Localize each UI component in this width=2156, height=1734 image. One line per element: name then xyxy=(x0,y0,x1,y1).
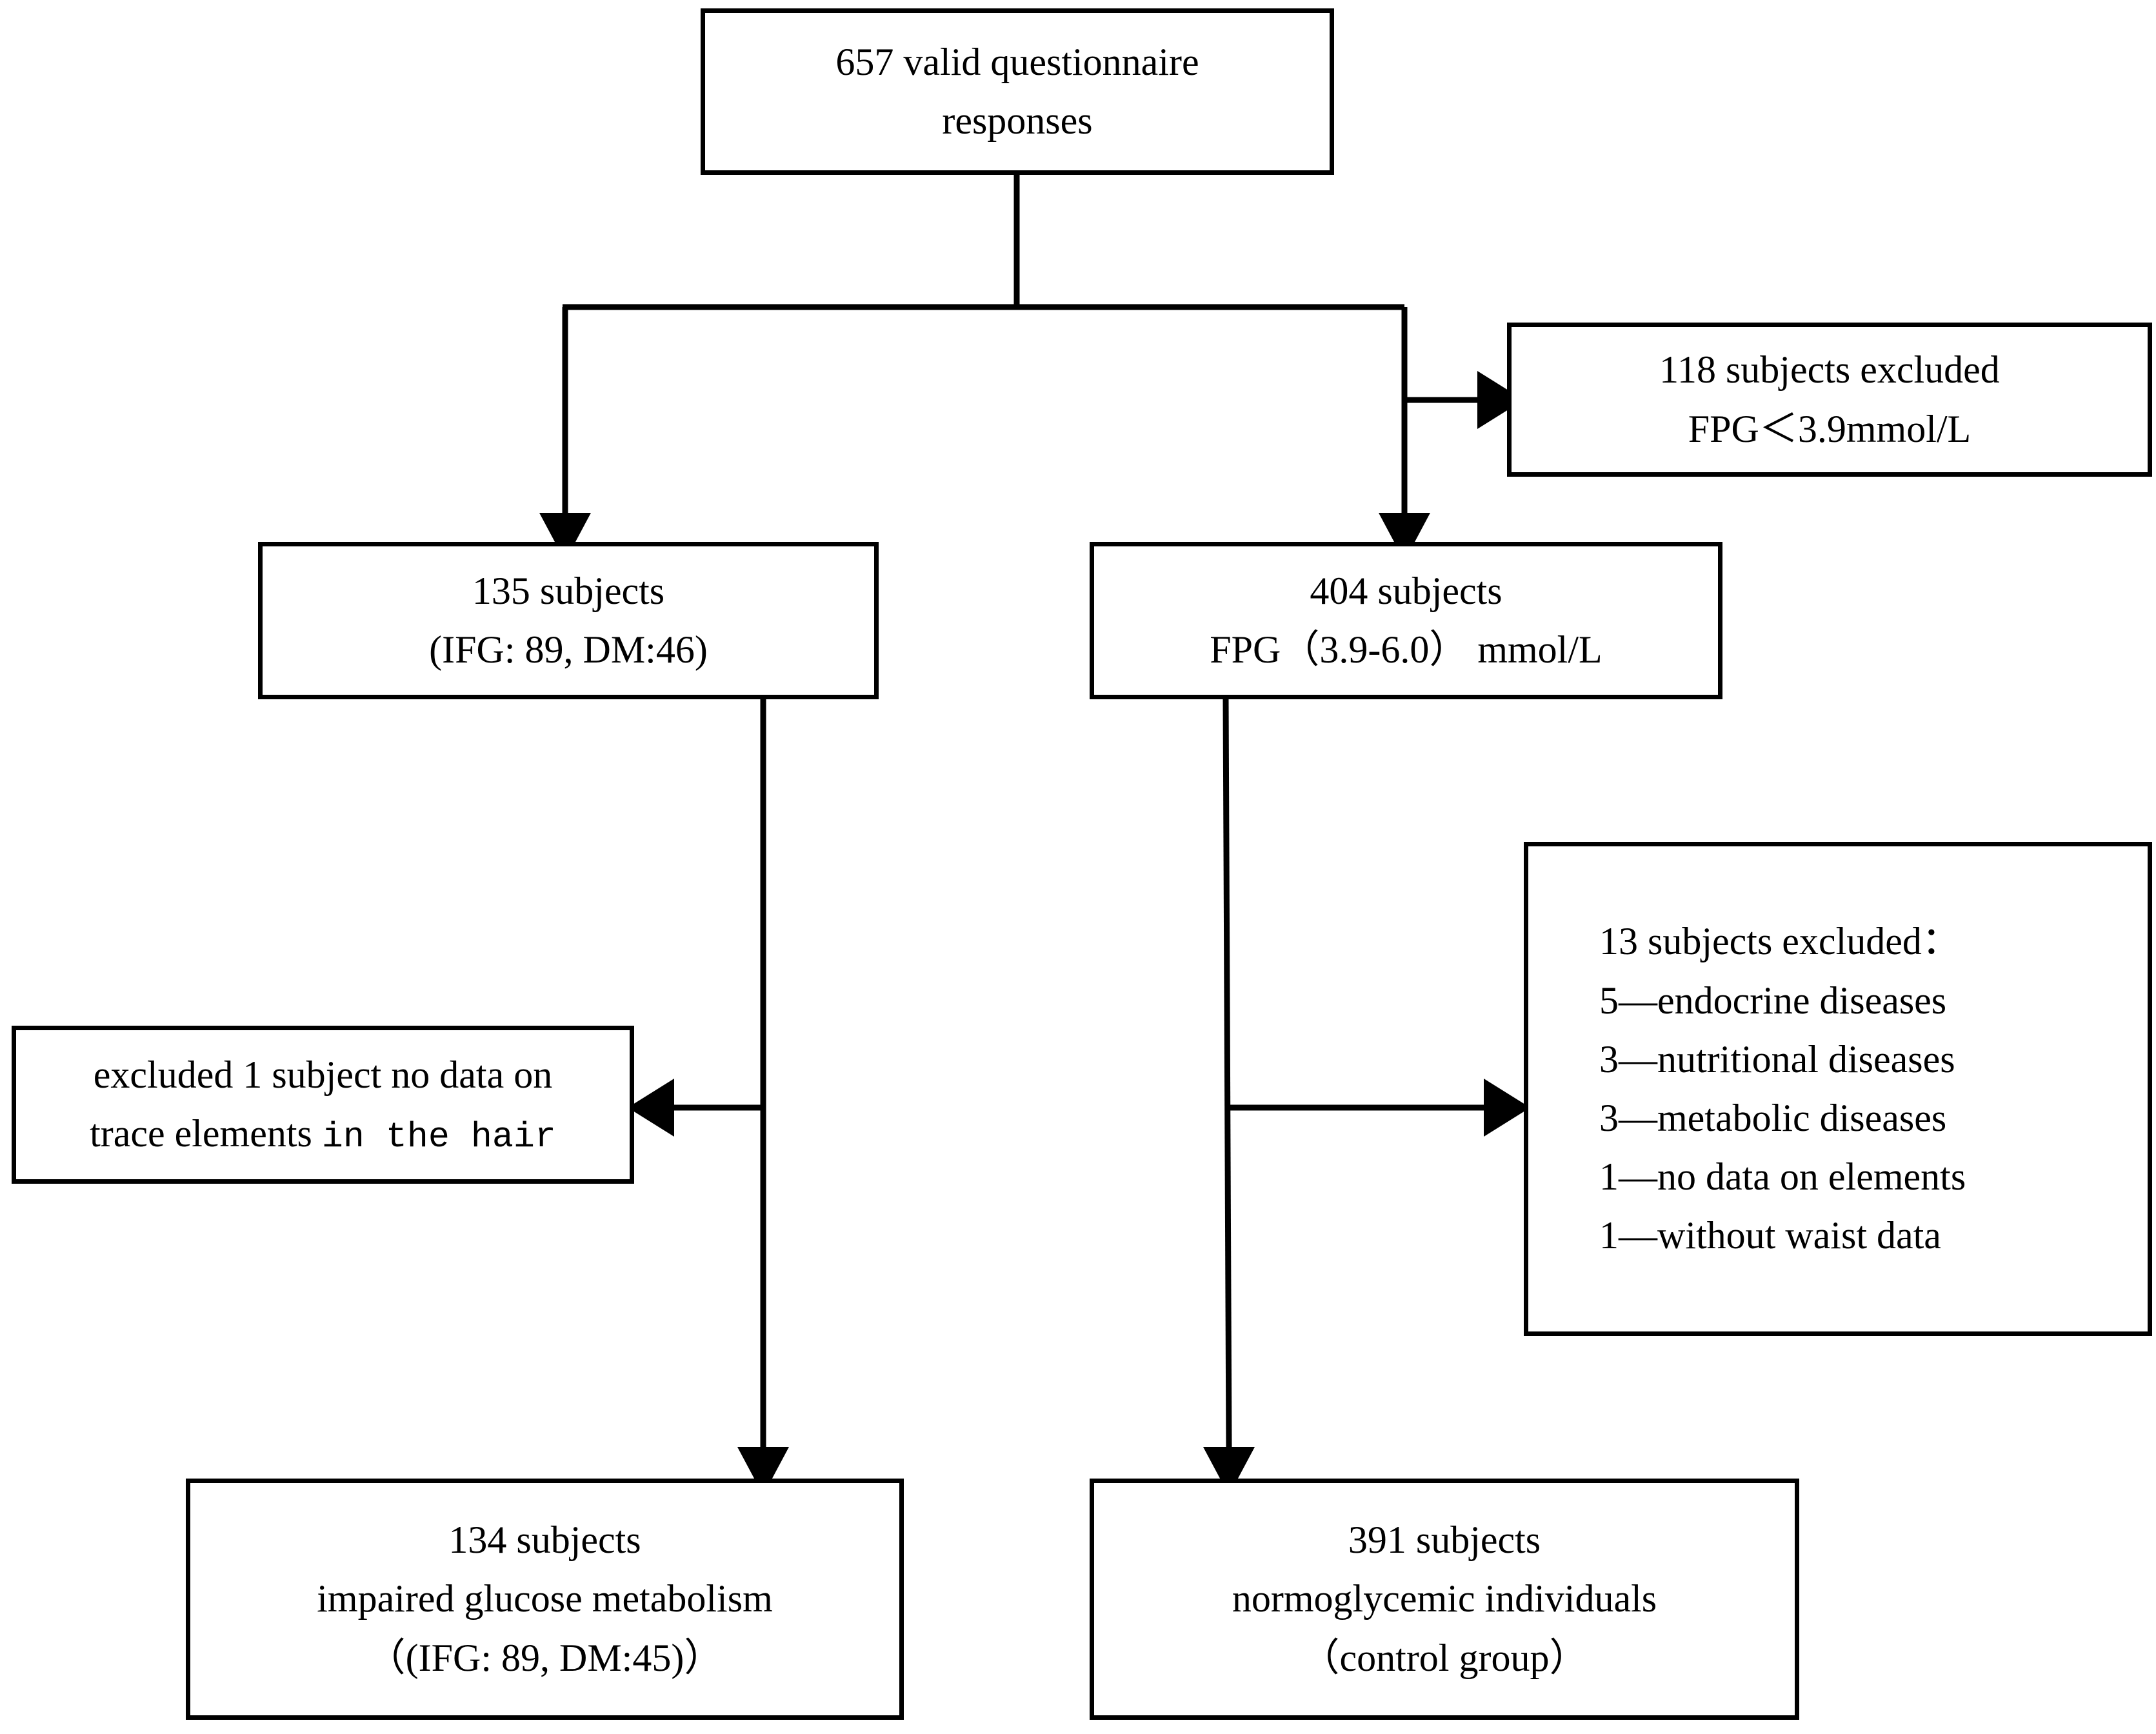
node-excluded-118-line2: FPG＜3.9mmol/L xyxy=(1688,407,1971,450)
node-group-135-line2: (IFG: 89, DM:46) xyxy=(429,628,708,671)
node-excluded-1: excluded 1 subject no data on trace elem… xyxy=(12,1026,634,1184)
node-group-404-line1: 404 subjects xyxy=(1310,569,1502,612)
node-group-404-line2: FPG（3.9-6.0） mmol/L xyxy=(1210,628,1602,671)
node-excluded-118: 118 subjects excluded FPG＜3.9mmol/L xyxy=(1507,323,2152,477)
node-group-391-line2: normoglycemic individuals xyxy=(1232,1577,1657,1620)
node-excluded-13-line6: 1—without waist data xyxy=(1599,1214,1941,1257)
node-group-134: 134 subjects impaired glucose metabolism… xyxy=(186,1479,904,1720)
edge-404-to-391 xyxy=(1223,699,1232,1451)
node-excluded-1-line2-serif: trace elements xyxy=(90,1111,322,1155)
arrowhead-left-excluded-1 xyxy=(628,1079,674,1137)
connector-group xyxy=(562,175,1485,1451)
node-excluded-1-line2: trace elements in the hair xyxy=(16,1104,630,1164)
node-excluded-13: 13 subjects excluded： 5—endocrine diseas… xyxy=(1524,842,2152,1336)
node-excluded-13-line2: 5—endocrine diseases xyxy=(1599,979,1947,1022)
node-excluded-1-line2-mono: in the hair xyxy=(321,1116,556,1157)
node-group-134-line2: impaired glucose metabolism xyxy=(317,1577,773,1620)
node-group-391-line3: （control group） xyxy=(1301,1636,1588,1679)
node-excluded-118-line1: 118 subjects excluded xyxy=(1659,348,2000,392)
node-group-391-line1: 391 subjects xyxy=(1348,1519,1541,1562)
node-excluded-13-line3: 3—nutritional diseases xyxy=(1599,1037,1955,1081)
node-excluded-13-line1: 13 subjects excluded： xyxy=(1599,920,1961,963)
node-group-135: 135 subjects (IFG: 89, DM:46) xyxy=(258,542,879,699)
node-excluded-13-line4: 3—metabolic diseases xyxy=(1599,1097,1947,1139)
node-group-134-line1: 134 subjects xyxy=(448,1519,641,1562)
node-group-134-line3: （(IFG: 89, DM:45)） xyxy=(366,1636,723,1679)
arrowheads xyxy=(539,371,1530,1495)
node-group-135-line1: 135 subjects xyxy=(472,569,665,612)
node-total-responses-line1: 657 valid questionnaire xyxy=(835,40,1199,83)
node-excluded-13-line5: 1—no data on elements xyxy=(1599,1155,1966,1199)
node-group-404: 404 subjects FPG（3.9-6.0） mmol/L xyxy=(1090,542,1722,699)
node-total-responses: 657 valid questionnaire responses xyxy=(701,8,1334,175)
node-group-391: 391 subjects normoglycemic individuals （… xyxy=(1090,1479,1799,1720)
node-excluded-1-line1: excluded 1 subject no data on xyxy=(93,1053,553,1096)
node-total-responses-line2: responses xyxy=(942,99,1093,142)
